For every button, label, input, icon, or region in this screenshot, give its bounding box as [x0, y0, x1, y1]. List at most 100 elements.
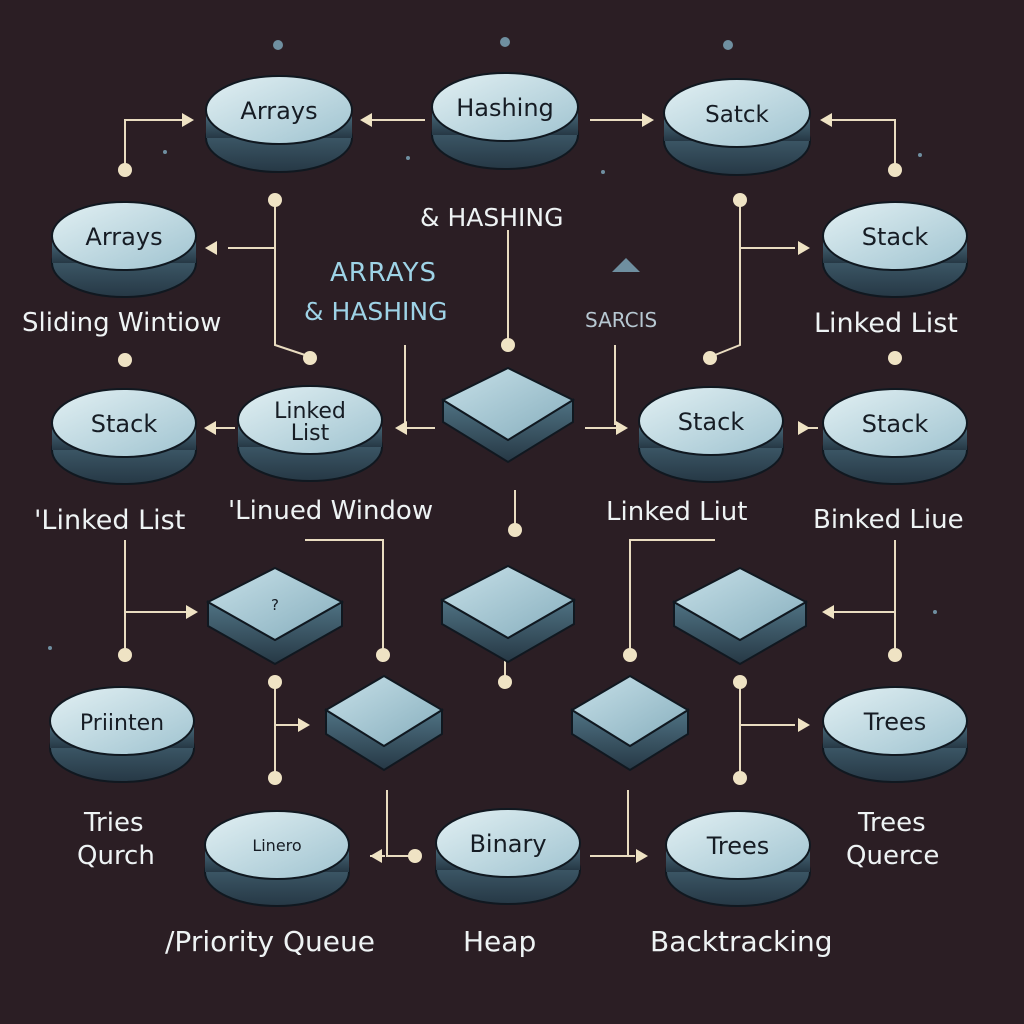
connector — [305, 539, 384, 650]
node-trees-right[interactable] — [822, 686, 968, 783]
caption-hashing: & HASHING — [420, 203, 564, 232]
connector — [629, 539, 715, 650]
node-diamond-center-mid[interactable] — [439, 564, 577, 664]
node-label: Arrays — [85, 223, 162, 251]
connector — [830, 540, 896, 613]
node-stack-right[interactable] — [822, 201, 968, 298]
node-diamond-right-mid[interactable] — [671, 566, 809, 666]
connector — [124, 119, 190, 170]
caption-binked-liue: Binked Liue — [813, 505, 964, 535]
caption-linked-list-center: Linked Liut — [606, 497, 748, 527]
connectors — [124, 119, 896, 857]
connector — [386, 790, 410, 857]
sparkle-dot — [273, 40, 283, 50]
arrow-right-icon — [616, 421, 628, 435]
connector — [124, 540, 190, 613]
node-arrays-top[interactable] — [205, 75, 353, 173]
connector-dots — [118, 163, 902, 863]
sparkle-dot — [48, 646, 52, 650]
connector — [714, 200, 741, 356]
node-label: Linero — [252, 836, 301, 855]
caption-trees: Trees — [858, 808, 926, 838]
connector-dot — [118, 648, 132, 662]
connector-dot — [703, 351, 717, 365]
connector — [274, 200, 306, 356]
caption-linked-window: 'Linued Window — [228, 496, 434, 526]
arrow-right-icon — [298, 718, 310, 732]
diamond-nodes — [205, 366, 809, 772]
disc-nodes — [49, 72, 968, 907]
node-label: Stack — [862, 223, 929, 251]
sparkle-dot — [918, 153, 922, 157]
sparkles — [48, 37, 937, 650]
connector-dot — [268, 675, 282, 689]
node-label: Stack — [91, 410, 158, 438]
sparkle-dot — [500, 37, 510, 47]
connector — [830, 119, 896, 170]
caption-sliding-window: Sliding Wintiow — [22, 308, 222, 338]
node-trees-bottom[interactable] — [665, 810, 811, 907]
caption-priority-queue: /Priority Queue — [165, 925, 375, 958]
connector-dot — [268, 193, 282, 207]
connector-dot — [623, 648, 637, 662]
sparkle-dot — [723, 40, 733, 50]
arrow-left-icon — [395, 421, 407, 435]
node-hashing-top[interactable] — [431, 72, 579, 170]
node-stack-left[interactable] — [51, 388, 197, 485]
node-stack-center[interactable] — [638, 386, 784, 483]
node-label: Hashing — [456, 94, 554, 122]
node-stack-right-2[interactable] — [822, 388, 968, 485]
arrow-left-icon — [205, 241, 217, 255]
caption-querce: Querce — [846, 841, 940, 871]
caption-arrays-hashing: & HASHING — [304, 297, 448, 326]
caption-linked-list-left: 'Linked List — [34, 505, 186, 536]
caption-heap: Heap — [463, 925, 537, 958]
sparkle-dot — [933, 610, 937, 614]
caption-tries: Tries — [84, 808, 144, 838]
node-printen[interactable] — [49, 686, 195, 783]
arrow-left-icon — [370, 849, 382, 863]
sparkle-dot — [406, 156, 410, 160]
caption-linked-list-right: Linked List — [814, 308, 958, 339]
arrow-left-icon — [820, 113, 832, 127]
node-diamond-center-top[interactable] — [440, 366, 576, 464]
node-label: ? — [271, 596, 279, 614]
node-diamond-left-low[interactable] — [324, 674, 444, 772]
node-label: Stack — [678, 408, 745, 436]
connector-dot — [118, 163, 132, 177]
node-diamond-left-mid[interactable] — [205, 566, 345, 666]
connector-dot — [268, 771, 282, 785]
connector-dot — [498, 675, 512, 689]
arrow-right-icon — [182, 113, 194, 127]
connector-dot — [888, 163, 902, 177]
connector-dot — [501, 338, 515, 352]
connector-dot — [508, 523, 522, 537]
connector-dot — [733, 675, 747, 689]
sparkle-triangle — [612, 258, 640, 272]
node-binary[interactable] — [435, 808, 581, 905]
arrow-right-icon — [798, 421, 810, 435]
connector-dot — [733, 193, 747, 207]
arrow-left-icon — [204, 421, 216, 435]
node-label: Trees — [706, 832, 770, 860]
node-label: Binary — [469, 830, 546, 858]
node-linked-list-center[interactable] — [237, 385, 383, 482]
node-arrays-left[interactable] — [51, 201, 197, 298]
caption-qurch: Qurch — [77, 841, 155, 871]
arrow-right-icon — [798, 718, 810, 732]
arrow-left-icon — [360, 113, 372, 127]
node-label: Trees — [863, 708, 927, 736]
node-diamond-right-low[interactable] — [570, 674, 690, 772]
node-satck-top[interactable] — [663, 78, 811, 176]
node-linero[interactable] — [204, 810, 350, 907]
caption-backtracking: Backtracking — [650, 925, 833, 958]
node-label: Priinten — [80, 711, 164, 736]
connector-dot — [303, 351, 317, 365]
caption-sarcis: SARCIS — [585, 308, 658, 332]
arrow-right-icon — [798, 241, 810, 255]
connector-dot — [733, 771, 747, 785]
connector-dot — [888, 351, 902, 365]
arrow-right-icon — [186, 605, 198, 619]
connector-dot — [888, 648, 902, 662]
